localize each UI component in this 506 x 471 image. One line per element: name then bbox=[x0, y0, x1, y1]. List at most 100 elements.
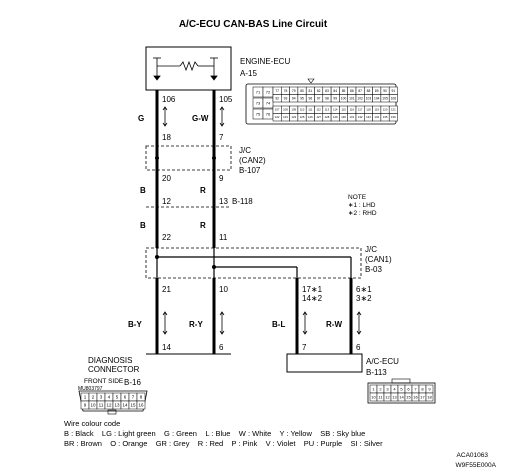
connector-pin-number: 73 bbox=[256, 100, 261, 105]
connector-pin-number: 9 bbox=[84, 403, 87, 408]
connector-key-icon bbox=[107, 409, 117, 415]
connector-pin-number: 116 bbox=[350, 108, 355, 112]
diagnosis-label: DIAGNOSIS bbox=[88, 356, 132, 365]
connector-pin-number: 5 bbox=[116, 395, 119, 400]
connector-pin-number: 125 bbox=[300, 115, 305, 119]
connector-pin-number: 72 bbox=[266, 89, 271, 94]
connector-pin-number: 81 bbox=[309, 89, 313, 93]
wire-color-label: B bbox=[140, 186, 146, 195]
connector-pin-number: 102 bbox=[357, 96, 363, 100]
connector-outline bbox=[245, 83, 397, 125]
connector-pin-number: 85 bbox=[342, 89, 346, 93]
connector-pin-number: 107 bbox=[275, 108, 280, 112]
connector-pin-number: 13 bbox=[392, 394, 397, 399]
pin-label: 13 bbox=[219, 197, 228, 206]
pin-label: 6 bbox=[356, 343, 361, 352]
jc-can2-bus bbox=[155, 146, 216, 170]
connector-pin-number: 8 bbox=[140, 395, 143, 400]
connector-pin-number: 103 bbox=[366, 96, 372, 100]
jc-can1-bus bbox=[156, 248, 352, 278]
pin-label: 6 bbox=[219, 343, 224, 352]
pin-label: 105 bbox=[219, 95, 233, 104]
ac-ecu-ref: B-113 bbox=[366, 368, 387, 377]
connector-pin-number: 95 bbox=[300, 96, 304, 100]
note-lhd: ∗1 : LHD bbox=[348, 202, 376, 209]
connector-pin-number: 80 bbox=[300, 89, 304, 93]
jc-can1-label: J/C bbox=[365, 245, 377, 254]
connector-pin-number: 136 bbox=[391, 115, 396, 119]
pin-label: 22 bbox=[162, 233, 171, 242]
connector-pin-number: 121 bbox=[391, 108, 396, 112]
jc-can2-ref: B-107 bbox=[239, 166, 261, 175]
connector-pin-number: 76 bbox=[266, 111, 271, 116]
connector-pin-number: 12 bbox=[385, 394, 390, 399]
color-code-line2: BR : Brown O : Orange GR : Grey R : Red … bbox=[64, 439, 383, 448]
connector-pin-number: 8 bbox=[421, 386, 424, 391]
connector-pin-number: 111 bbox=[308, 108, 313, 112]
jc-can1-box bbox=[145, 247, 362, 279]
connector-pin-number: 109 bbox=[291, 108, 296, 112]
connector-pin-number: 5 bbox=[400, 386, 403, 391]
connector-pin-number: 3 bbox=[386, 386, 389, 391]
ac-ecu-label: A/C-ECU bbox=[366, 357, 399, 366]
junction-dot bbox=[155, 156, 159, 160]
wire-color-label: G-W bbox=[192, 114, 209, 123]
connector-pin-number: 15 bbox=[406, 394, 411, 399]
connector-pin-number: 13 bbox=[114, 403, 120, 408]
connector-pin-number: 119 bbox=[375, 108, 380, 112]
jc-can2-box bbox=[145, 145, 232, 171]
front-side-label: FRONT SIDE bbox=[84, 378, 124, 385]
connector-pin-cell bbox=[388, 94, 398, 103]
connector-pin-number: 131 bbox=[350, 115, 355, 119]
connector-pin-number: 84 bbox=[333, 89, 337, 93]
ac-ecu-box bbox=[286, 353, 363, 373]
connector-pin-number: 75 bbox=[256, 111, 261, 116]
connector-key-icon bbox=[391, 378, 411, 384]
wire-color-label: R-Y bbox=[189, 320, 203, 329]
wire-color-label: R bbox=[200, 186, 206, 195]
connector-pin-number: 9 bbox=[428, 386, 431, 391]
connector-pin-number: 6 bbox=[124, 395, 127, 400]
connector-pin-cell bbox=[262, 97, 274, 109]
connector-pin-number: 1 bbox=[372, 386, 375, 391]
connector-pin-number: 89 bbox=[375, 89, 379, 93]
connector-pin-cell bbox=[388, 113, 398, 122]
color-code-title: Wire colour code bbox=[64, 419, 120, 428]
connector-pin-number: 71 bbox=[256, 89, 261, 94]
pin-label: 20 bbox=[162, 174, 171, 183]
pin-label: 7 bbox=[219, 133, 224, 142]
connector-pin-number: 98 bbox=[325, 96, 329, 100]
connector-pin-number: 101 bbox=[349, 96, 355, 100]
connector-pin-number: 4 bbox=[108, 395, 111, 400]
diagnosis-ref: B-16 bbox=[124, 378, 141, 387]
connector-pin-number: 134 bbox=[374, 115, 379, 119]
connector-pin-number: 129 bbox=[333, 115, 338, 119]
connector-pin-number: 96 bbox=[309, 96, 313, 100]
connector-pin-number: 77 bbox=[275, 89, 279, 93]
jc-can1-ref: B-03 bbox=[365, 265, 382, 274]
signal-arrows bbox=[162, 106, 362, 335]
pin-label: 17∗1 bbox=[302, 285, 323, 294]
connector-pin-number: 10 bbox=[90, 403, 96, 408]
connector-pin-number: 12 bbox=[106, 403, 112, 408]
connector-pin-number: 11 bbox=[378, 394, 383, 399]
connector-pin-number: 122 bbox=[275, 115, 280, 119]
diagnosis-part-number: MU803797 bbox=[78, 386, 103, 392]
wire-color-label: B bbox=[140, 221, 146, 230]
connector-pin-number: 117 bbox=[358, 108, 363, 112]
connector-pin-number: 18 bbox=[427, 394, 432, 399]
connector-pin-number: 1 bbox=[84, 395, 87, 400]
connector-pin-number: 16 bbox=[138, 403, 144, 408]
note-rhd: ∗2 : RHD bbox=[348, 210, 377, 217]
connector-pin-number: 10 bbox=[371, 394, 376, 399]
connector-pin-number: 124 bbox=[291, 115, 296, 119]
engine-ecu-ref: A-15 bbox=[240, 69, 257, 78]
jc-can2-label: J/C bbox=[239, 146, 251, 155]
connector-pin-number: 127 bbox=[316, 115, 321, 119]
engine-ecu-box bbox=[145, 46, 232, 91]
connector-pin-number: 97 bbox=[317, 96, 321, 100]
